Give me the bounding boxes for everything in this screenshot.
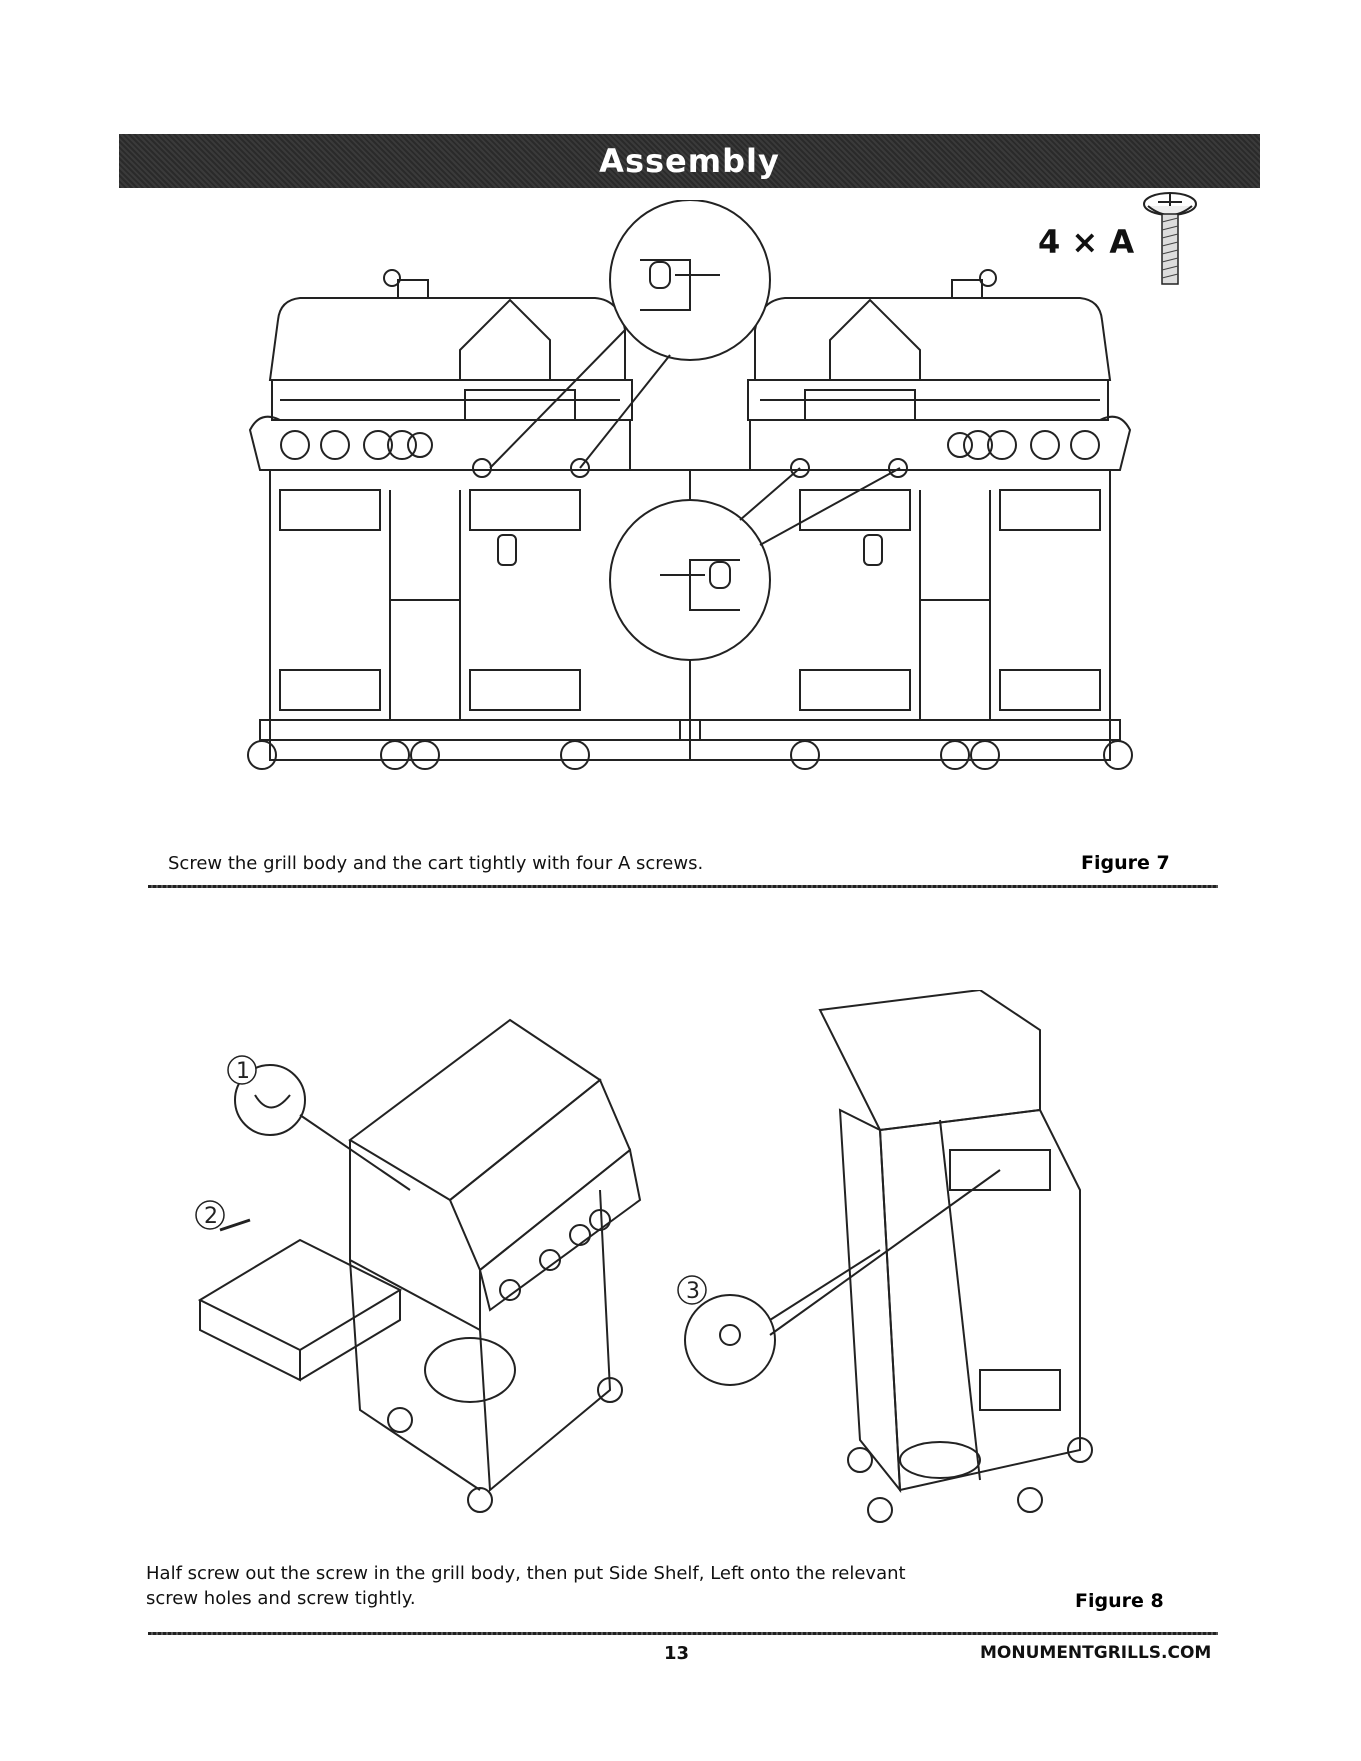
section-header-banner: Assembly [119, 134, 1260, 188]
figure-7-illustration [220, 200, 1160, 800]
figure-7-caption: Screw the grill body and the cart tightl… [168, 852, 703, 876]
figure-7-divider [148, 885, 1218, 888]
grill-right-drawing [680, 270, 1132, 769]
section-title: Assembly [599, 142, 780, 180]
figure-8-label: Figure 8 [1075, 1590, 1164, 1612]
step-2-marker: 2 [204, 1204, 218, 1229]
step-3-detail-circle [685, 1295, 775, 1385]
figure-8-caption-line2: screw holes and screw tightly. [146, 1587, 416, 1611]
step-1-marker: 1 [236, 1059, 250, 1084]
website-url: MONUMENTGRILLS.COM [980, 1643, 1211, 1663]
grill-left-drawing [248, 270, 700, 769]
page-number: 13 [664, 1643, 689, 1664]
grill-side-view-right [820, 990, 1092, 1522]
figure-8-caption-line1: Half screw out the screw in the grill bo… [146, 1562, 906, 1586]
side-shelf-drawing [200, 1240, 400, 1380]
grill-isometric-left [350, 1020, 640, 1512]
footer-divider [148, 1632, 1218, 1635]
figure-8-illustration: 1 2 3 [180, 990, 1180, 1530]
step-3-marker: 3 [686, 1279, 700, 1304]
figure-7-label: Figure 7 [1081, 852, 1170, 874]
